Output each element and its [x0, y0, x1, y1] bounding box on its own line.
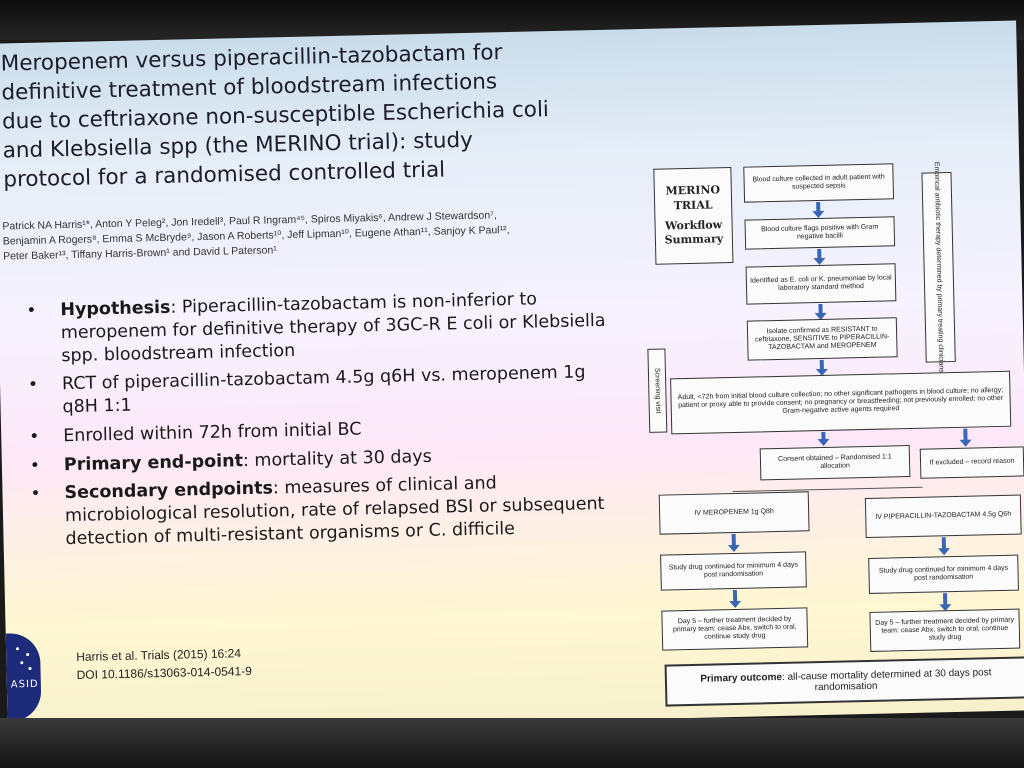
down-arrow-icon [731, 533, 736, 547]
bullet-heading: Hypothesis [60, 297, 171, 321]
logo-star-icon [28, 666, 32, 671]
step-day5-meropenem: Day 5 – further treatment decided by pri… [661, 607, 809, 651]
bullet-dot-icon: • [29, 455, 41, 476]
primary-outcome-box: Primary outcome: all-cause mortality det… [664, 656, 1024, 707]
bullet-hypothesis: •Hypothesis: Piperacillin-tazobactam is … [20, 287, 621, 369]
presentation-slide: Meropenem versus piperacillin-tazobactam… [0, 20, 1024, 734]
logo-star-icon [16, 647, 20, 651]
bullet-text: Enrolled within 72h from initial BC [62, 419, 362, 446]
empirical-therapy-label: Empirical antibiotic therapy determined … [932, 161, 945, 373]
down-arrow-icon [816, 201, 821, 213]
bullet-dot-icon: • [30, 483, 41, 505]
down-arrow-icon [821, 431, 826, 440]
screening-visit-label: Screening visit [653, 367, 662, 414]
citation: Harris et al. Trials (2015) 16:24 DOI 10… [76, 644, 252, 684]
step-day5-piperacillin: Day 5 – further treatment decided by pri… [869, 608, 1021, 652]
down-arrow-icon [963, 428, 968, 441]
workflow-title-line: TRIAL [673, 198, 713, 212]
step-eligibility-criteria: Adult, <72h from initial blood culture c… [670, 370, 1012, 435]
branch-line [732, 486, 923, 493]
bullet-rct: • RCT of piperacillin-tazobactam 4.5g q6H… [22, 361, 623, 420]
step-identified-organism: Identified as E. coli or K. pneumoniae b… [745, 263, 897, 305]
arm-piperacillin-tazobactam: IV PIPERACILLIN-TAZOBACTAM 4.5g Q6h [864, 494, 1022, 539]
workflow-title-box: MERINO TRIAL Workflow Summary [653, 166, 734, 265]
empirical-therapy-box: Empirical antibiotic therapy determined … [921, 162, 956, 373]
down-arrow-icon [819, 359, 824, 371]
arm-meropenem: IV MEROPENEM 1g Q8h [658, 491, 810, 535]
bullet-dot-icon: • [26, 300, 37, 321]
logo-star-icon [20, 661, 24, 665]
step-continued-piperacillin: Study drug continued for minimum 4 days … [868, 554, 1019, 594]
down-arrow-icon [943, 593, 948, 606]
primary-outcome-heading: Primary outcome [700, 671, 783, 685]
bullet-text: : mortality at 30 days [242, 446, 432, 471]
asid-logo: ASID [5, 632, 42, 722]
down-arrow-icon [818, 303, 823, 315]
bullet-secondary-endpoints: •Secondary endpoints: measures of clinic… [24, 470, 625, 552]
bullet-dot-icon: • [29, 426, 40, 447]
bullet-list: •Hypothesis: Piperacillin-tazobactam is … [20, 287, 626, 558]
screening-visit-box: Screening visit [647, 348, 668, 433]
bullet-dot-icon: • [27, 375, 39, 396]
room-background-bottom [0, 718, 1024, 768]
paper-title: Meropenem versus piperacillin-tazobactam… [0, 36, 603, 195]
logo-star-icon [26, 653, 30, 657]
workflow-title-line: Summary [664, 232, 724, 247]
down-arrow-icon [817, 248, 822, 260]
step-excluded: If excluded – record reason [919, 446, 1024, 479]
bullet-heading: Secondary endpoints [64, 478, 274, 504]
down-arrow-icon [941, 537, 947, 550]
merino-workflow-diagram: MERINO TRIAL Workflow Summary Empirical … [642, 112, 1024, 720]
bullet-text: RCT of piperacillin-tazobactam 4.5g q6H … [61, 362, 586, 418]
step-isolate-confirmed: Isolate confirmed as RESISTANT to ceftri… [746, 317, 898, 361]
bullet-heading: Primary end-point [63, 450, 244, 475]
step-consent-randomised: Consent obtained – Randomised 1:1 alloca… [759, 444, 911, 481]
step-blood-culture-collected: Blood culture collected in adult patient… [743, 163, 895, 203]
down-arrow-icon [732, 589, 738, 603]
workflow-title-line: MERINO [665, 183, 721, 198]
logo-text: ASID [10, 678, 39, 691]
step-continued-meropenem: Study drug continued for minimum 4 days … [660, 551, 807, 591]
step-blood-culture-positive: Blood culture flags positive with Gram n… [744, 216, 896, 250]
workflow-title-line: Workflow [664, 218, 723, 233]
citation-doi: DOI 10.1186/s13063-014-0541-9 [76, 663, 253, 682]
primary-outcome-text: : all-cause mortality determined at 30 d… [781, 666, 992, 694]
author-list: Patrick NA Harris¹*, Anton Y Peleg², Jon… [2, 206, 603, 265]
